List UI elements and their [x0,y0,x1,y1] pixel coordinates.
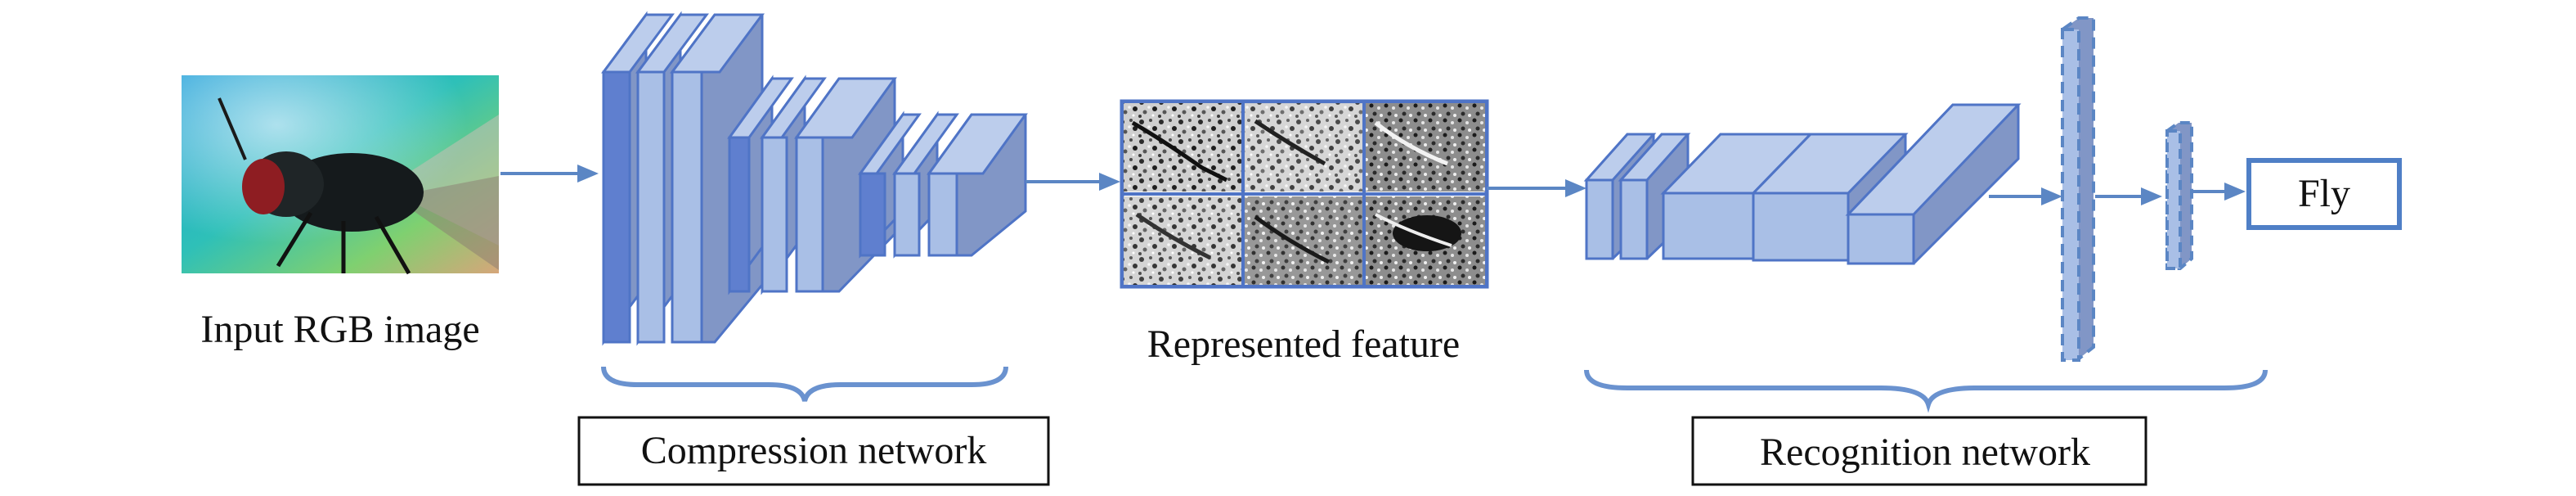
fc-block [1845,103,2022,265]
recognition-label-box [1691,416,2147,486]
arrow-to-fc-vector [1989,187,2062,205]
recognition-label: Recognition network [1760,431,2090,474]
feature-map-tile [1124,196,1241,285]
arrow-input-to-compression [500,165,599,183]
fc-vector [2061,16,2095,362]
input-label: Input RGB image [200,308,479,351]
feature-label: Represented feature [1147,322,1460,366]
compression-label-box [577,416,1050,486]
conv-block [892,110,959,259]
feature-map-tile [1366,196,1485,285]
output-box [2246,158,2402,230]
arrow-to-output [2193,183,2246,201]
conv-block [760,74,827,295]
arrow-compression-to-feature [1025,173,1120,191]
fly-icon [218,97,499,275]
conv-block [927,113,1028,257]
compression-network [601,11,1028,346]
feature-map-tile [1245,196,1362,285]
recognition-network [1583,16,2246,362]
feature-map-tile [1366,103,1485,192]
recognition-brace [1584,369,2268,413]
output-label: Fly [2298,172,2350,215]
arrow-fc-vector-to-output-vector [2095,187,2162,205]
feature-map-tile [1245,103,1362,192]
output-vector [2165,121,2193,270]
compression-brace [601,366,1008,402]
conv-block [601,11,675,346]
compression-label: Compression network [641,429,987,472]
conv-block [858,110,922,259]
input-image [182,75,499,275]
feature-map-tile [1124,103,1241,192]
feature-map-grid [1120,99,1489,289]
conv-block [635,11,709,346]
arrow-feature-to-recognition [1487,179,1586,197]
